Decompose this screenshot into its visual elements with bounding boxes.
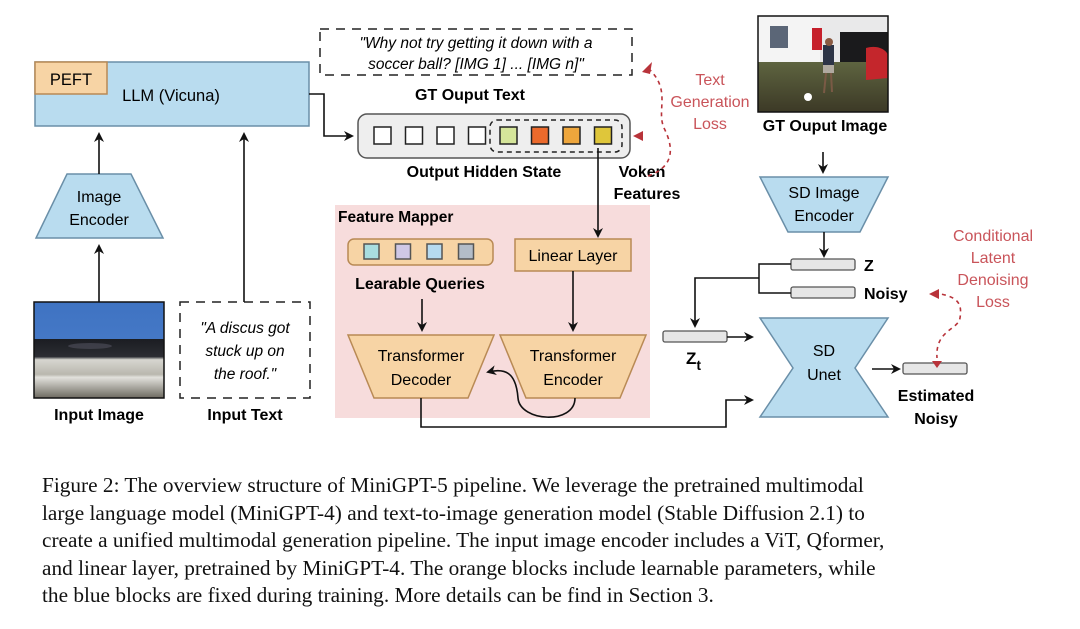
- latent-loss-label-4: Loss: [976, 294, 1010, 311]
- voken-token: [562, 126, 581, 145]
- arrow-to-zt: [690, 277, 759, 328]
- transformer-decoder-block: Transformer Decoder: [346, 334, 496, 399]
- z-label: Z: [864, 258, 874, 275]
- latent-loss-curve: [933, 292, 962, 359]
- voken-group: [489, 119, 623, 153]
- caption-line: and linear layer, pretrained by MiniGPT-…: [42, 555, 876, 580]
- sd-encoder-label: SD Image: [788, 185, 859, 202]
- peft-label: PEFT: [50, 71, 92, 89]
- zt-latent: [662, 330, 728, 343]
- peft-adapter: [34, 61, 108, 95]
- noisy-latent: [790, 286, 856, 299]
- llm-label: LLM (Vicuna): [122, 87, 220, 105]
- input-image: [33, 301, 165, 399]
- zt-label: Zt: [686, 349, 701, 373]
- latent-loss-label-3: Denoising: [957, 272, 1028, 289]
- input-text-label: Input Text: [207, 407, 283, 424]
- learnable-queries: [347, 238, 494, 266]
- sd-encoder-label-2: Encoder: [794, 208, 854, 225]
- figure-caption: Figure 2: The overview structure of Mini…: [42, 472, 1042, 610]
- feature-mapper-title: Feature Mapper: [338, 209, 453, 226]
- latent-loss-arrow-top: [929, 289, 939, 299]
- latent-loss-label: Conditional: [953, 228, 1033, 245]
- pipeline-diagram: PEFT LLM (Vicuna) Image Encoder Input Im…: [33, 15, 1033, 428]
- gt-text-label: GT Ouput Text: [415, 87, 526, 104]
- text-token: [467, 126, 487, 145]
- gt-text-line: "Why not try getting it down with a: [360, 35, 593, 52]
- llm-block: PEFT LLM (Vicuna): [34, 61, 310, 127]
- sd-unet-block: SD Unet: [758, 317, 890, 418]
- text-loss-label: Text: [695, 72, 725, 89]
- unet-label-2: Unet: [807, 367, 841, 384]
- voken-token: [530, 126, 550, 145]
- image-encoder-block: Image Encoder: [34, 173, 165, 239]
- caption-line: large language model (MiniGPT-4) and tex…: [42, 500, 865, 525]
- caption-line: Figure 2: The overview structure of Mini…: [42, 473, 864, 497]
- latent-loss-label-2: Latent: [971, 250, 1016, 267]
- noisy-label: Noisy: [864, 286, 908, 303]
- text-loss-curve: [647, 67, 672, 177]
- image-encoder-label-2: Encoder: [69, 212, 129, 229]
- voken-token: [593, 126, 613, 145]
- query-token: [457, 243, 475, 260]
- gt-output-image: [757, 15, 889, 113]
- text-loss-label-2: Generation: [670, 94, 749, 111]
- z-latent: [790, 258, 856, 271]
- query-token: [394, 243, 412, 260]
- input-text-line: the roof.": [214, 366, 278, 383]
- input-image-label: Input Image: [54, 407, 144, 424]
- decoder-label: Transformer: [378, 348, 465, 365]
- gt-text-line: soccer ball? [IMG 1] ... [IMG n]": [368, 56, 585, 73]
- text-token: [436, 126, 455, 145]
- query-token: [426, 243, 443, 260]
- arrow-decoder-to-unet: [420, 395, 754, 428]
- hidden-state-label: Output Hidden State: [407, 164, 562, 181]
- voken-label: Voken: [619, 164, 666, 181]
- voken-token: [499, 126, 518, 145]
- estimated-label: Estimated: [898, 388, 974, 405]
- queries-label: Learable Queries: [355, 276, 485, 293]
- text-loss-arrow-top: [642, 62, 652, 74]
- zt-subscript: t: [696, 357, 701, 373]
- sd-image-encoder-block: SD Image Encoder: [758, 176, 890, 233]
- linear-layer-block: [514, 238, 632, 272]
- estimated-label-2: Noisy: [914, 411, 958, 428]
- linear-layer-label: Linear Layer: [529, 248, 619, 265]
- latent-loss-arrow-bottom: [932, 361, 942, 368]
- caption-line: create a unified multimodal generation p…: [42, 528, 885, 553]
- image-encoder-label: Image: [77, 189, 122, 206]
- input-text-line: stuck up on: [205, 343, 284, 360]
- decoder-label-2: Decoder: [391, 372, 452, 389]
- query-token: [363, 243, 380, 260]
- text-loss-arrow-bottom: [633, 131, 643, 141]
- z-noisy-bracket: [758, 263, 791, 294]
- encoder-label-2: Encoder: [543, 372, 603, 389]
- zt-main: Z: [686, 349, 696, 368]
- encoder-label: Transformer: [530, 348, 617, 365]
- text-token: [404, 126, 424, 145]
- text-token: [373, 126, 392, 145]
- features-label: Features: [614, 186, 681, 203]
- arrow-encoder-to-decoder: [486, 365, 576, 418]
- gt-text-box: "Why not try getting it down with a socc…: [319, 28, 633, 76]
- input-text-line: "A discus got: [200, 320, 290, 337]
- caption-line: the blue blocks are fixed during trainin…: [42, 583, 714, 608]
- text-loss-label-3: Loss: [693, 116, 727, 133]
- output-hidden-state: [357, 113, 631, 159]
- unet-label: SD: [813, 343, 835, 360]
- transformer-encoder-block: Transformer Encoder: [498, 334, 648, 399]
- gt-image-label: GT Ouput Image: [763, 118, 888, 135]
- arrow-llm-to-hidden: [309, 93, 354, 141]
- input-text-box: "A discus got stuck up on the roof.": [179, 301, 311, 399]
